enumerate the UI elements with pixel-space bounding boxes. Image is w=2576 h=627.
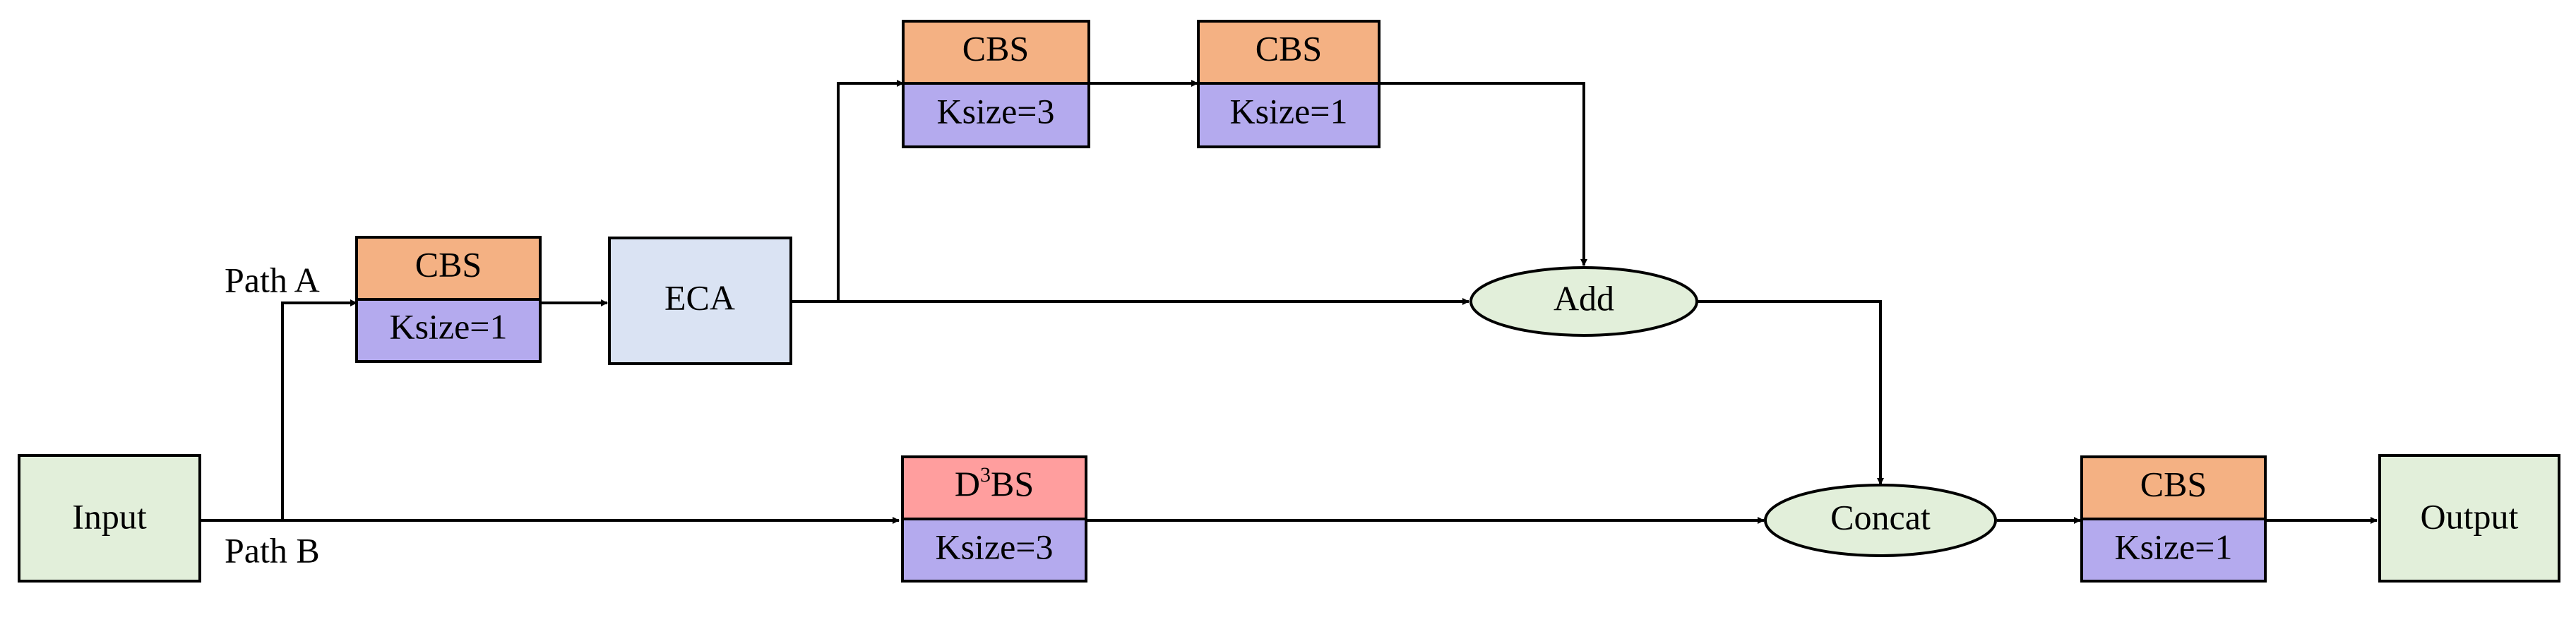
edge-cbs-top2-to-add [1379,82,1587,266]
ksize-cell [901,518,1087,583]
ksize-label: Ksize=3 [935,527,1053,566]
ksize-cell [1197,82,1381,148]
cbs-title-cell [902,20,1090,85]
path-a-label: Path A [225,260,320,299]
d3bs-title-superscript: 3 [980,463,991,486]
cbs-block-output: CBS Ksize=1 [2080,455,2267,583]
d3bs-title-rest: BS [991,464,1034,503]
path-b-label: Path B [225,530,320,570]
cbs-block-top-2: CBS Ksize=1 [1197,20,1381,148]
cbs-title-cell [355,236,542,301]
ksize-label: Ksize=1 [389,306,507,346]
cbs-block-path-a: CBS Ksize=1 [355,236,542,363]
concat-label: Concat [1830,497,1931,537]
ksize-label: Ksize=3 [936,91,1054,131]
cbs-title: CBS [415,244,482,284]
eca-node: ECA [608,237,792,365]
ksize-cell [355,298,542,363]
edge-add-to-concat [1698,300,1884,485]
concat-node: Concat [1764,484,1997,557]
d3bs-title: D3BS [955,463,1034,504]
output-node: Output [2378,454,2560,583]
input-node: Input [18,454,201,583]
cbs-title: CBS [962,28,1030,68]
ksize-label: Ksize=1 [1229,91,1347,131]
cbs-block-top-1: CBS Ksize=3 [902,20,1090,148]
input-box [18,454,201,583]
add-node: Add [1469,266,1698,337]
input-label: Input [72,496,147,536]
edge-eca-to-cbs-top1 [837,80,904,301]
ksize-cell [902,82,1090,148]
cbs-title-cell [2080,455,2267,520]
add-ellipse [1469,266,1698,337]
output-label: Output [2421,496,2519,536]
eca-box [608,237,792,365]
ksize-label: Ksize=1 [2114,527,2232,566]
edge-input-to-cbs-a [281,299,357,520]
cbs-title-cell [1197,20,1381,85]
cbs-title: CBS [1256,28,1323,68]
eca-label: ECA [664,277,735,317]
d3bs-title-base: D [955,464,980,503]
cbs-title: CBS [2140,464,2207,503]
concat-ellipse [1764,484,1997,557]
d3bs-title-cell [901,455,1087,520]
add-label: Add [1554,278,1614,318]
d3bs-block: D3BS Ksize=3 [901,455,1087,583]
output-box [2378,454,2560,583]
ksize-cell [2080,518,2267,583]
